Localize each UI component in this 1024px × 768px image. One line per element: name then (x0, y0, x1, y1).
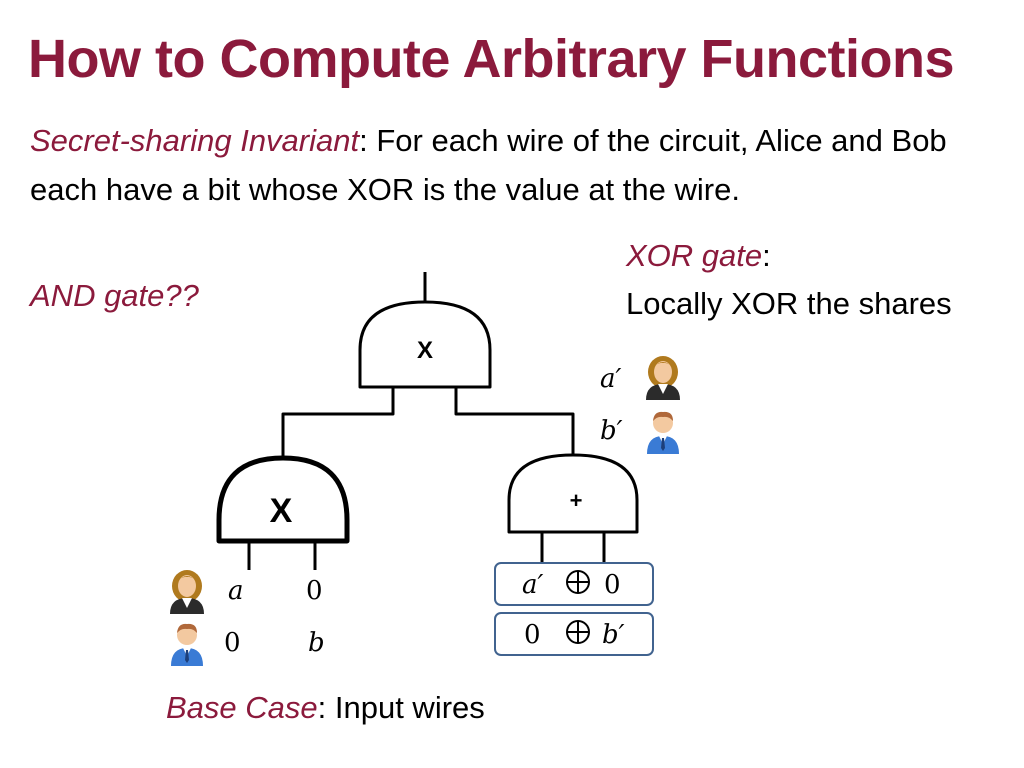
base-case-term: Base Case (166, 690, 318, 725)
alice-avatar-icon (646, 356, 680, 400)
input-alice-b: 0 (306, 576, 323, 606)
share-box-alice-left: a′ (522, 570, 544, 600)
right-gate-body (507, 453, 639, 534)
share-box-bob: 0 b′ (494, 612, 654, 656)
xor-operator-icon (566, 620, 590, 644)
xor-gate-term: XOR gate (626, 238, 763, 273)
left-connect-wire (281, 387, 395, 458)
input-alice-a: a (228, 576, 244, 606)
invariant-term: Secret-sharing Invariant (30, 123, 360, 158)
xor-operator-icon (566, 570, 590, 594)
right-share-bob: b′ (600, 416, 623, 446)
base-case-text: : Input wires (317, 690, 485, 725)
top-gate-label: X (417, 337, 433, 364)
input-bob-a: 0 (224, 628, 241, 658)
alice-avatar-icon (170, 570, 204, 614)
bob-avatar-icon (171, 623, 203, 666)
right-share-alice: a′ (600, 364, 622, 394)
share-box-bob-left: 0 (524, 620, 541, 650)
bob-avatar-icon (647, 411, 679, 454)
share-box-alice-right: 0 (604, 570, 621, 600)
xor-gate-note: XOR gate: Locally XOR the shares (626, 232, 952, 328)
left-gate-body (216, 455, 350, 544)
share-box-bob-right: b′ (602, 620, 625, 650)
input-bob-b: b (308, 628, 325, 658)
right-connect-wire (454, 387, 575, 455)
invariant-statement: Secret-sharing Invariant: For each wire … (30, 116, 1010, 214)
slide-title: How to Compute Arbitrary Functions (28, 29, 955, 89)
invariant-text: : For each wire of the circuit, Alice an… (30, 123, 947, 207)
left-gate-label: X (270, 492, 293, 530)
xor-gate-text: Locally XOR the shares (626, 286, 952, 321)
right-gate-label: + (570, 488, 583, 513)
base-case-note: Base Case: Input wires (166, 690, 485, 726)
and-gate-question: AND gate?? (30, 278, 199, 313)
xor-gate-colon: : (762, 238, 771, 273)
share-box-alice: a′ 0 (494, 562, 654, 606)
top-gate-body (358, 300, 492, 389)
